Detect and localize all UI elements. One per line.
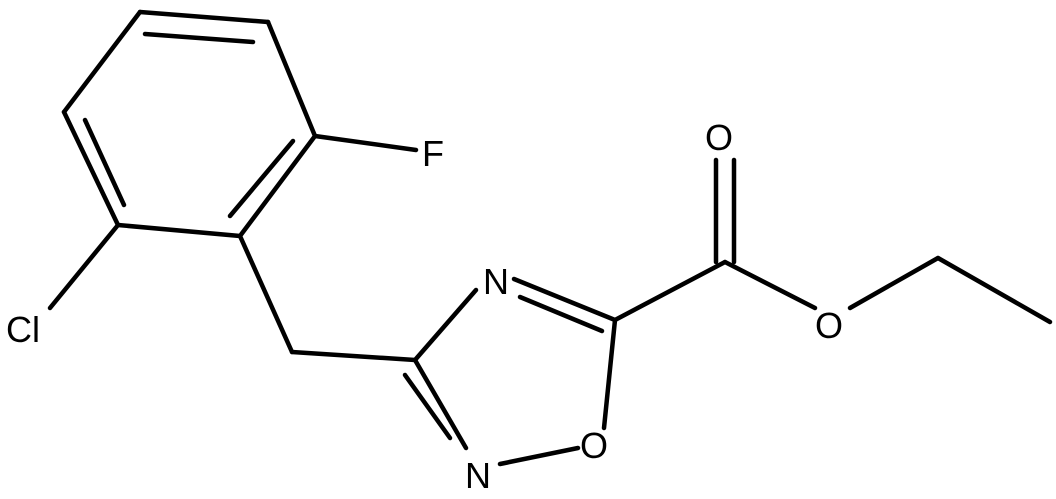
bond-n2-c3-double <box>402 372 453 441</box>
bond-c-ch2 <box>237 233 295 355</box>
bond-c5-carbonyl <box>612 259 728 323</box>
bond-n2-c3 <box>412 357 469 451</box>
bond-ch2-ch3 <box>935 255 1053 325</box>
bond-oester-ch2 <box>847 255 941 311</box>
bond-benzene-1 <box>137 9 271 25</box>
bond-benzene-2 <box>265 19 318 139</box>
bond-benzene-3 <box>237 133 318 239</box>
bond-o1-n2 <box>497 445 581 467</box>
atom-cl: Cl <box>6 309 40 350</box>
bond-benzene-inner-3 <box>82 117 127 208</box>
atom-f: F <box>422 133 444 174</box>
atom-n4: N <box>483 261 509 302</box>
bond-n4-c5-double <box>517 294 605 334</box>
bond-benzene-inner-1 <box>142 31 256 45</box>
bond-ch2-c3 <box>289 349 418 363</box>
bond-c-f <box>312 133 419 153</box>
bond-benzene-6 <box>61 9 143 115</box>
bond-n4-c5 <box>511 276 618 323</box>
bond-benzene-inner-2 <box>227 138 296 219</box>
bond-c-cl <box>47 222 121 311</box>
bond-c5-o1 <box>601 317 618 431</box>
atom-o-carbonyl: O <box>705 117 733 158</box>
atom-o1: O <box>580 425 608 466</box>
atom-o-ester: O <box>815 305 843 346</box>
bond-benzene-5 <box>61 109 121 228</box>
bond-benzene-4 <box>115 222 243 239</box>
bond-c3-n4 <box>412 287 479 363</box>
bond-c-oester <box>722 259 818 311</box>
atom-n2: N <box>465 455 491 496</box>
